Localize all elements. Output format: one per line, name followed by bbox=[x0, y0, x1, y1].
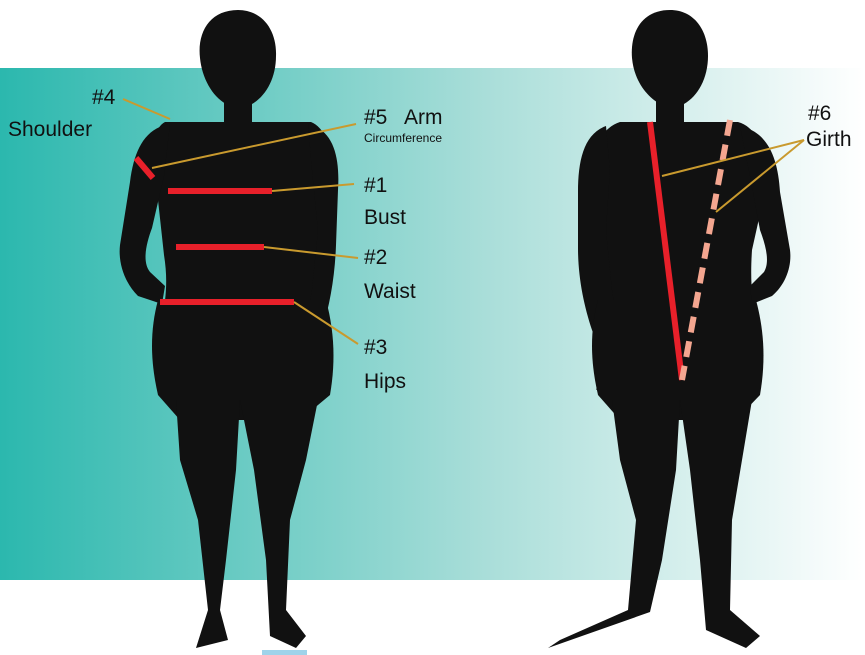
shoulder-name-label: Shoulder bbox=[8, 118, 92, 141]
shoulder-num-label: #4 bbox=[92, 86, 116, 109]
hips-num-label: #3 bbox=[364, 336, 387, 359]
arm-sub-label: Circumference bbox=[364, 131, 442, 145]
girth-num-label: #6 bbox=[808, 102, 831, 125]
girth-name-label: Girth bbox=[806, 128, 852, 151]
arm-num-label: #5 bbox=[364, 106, 387, 129]
arm-name-label: Arm bbox=[404, 106, 443, 129]
hips-name-label: Hips bbox=[364, 370, 406, 393]
bust-name-label: Bust bbox=[364, 206, 406, 229]
waist-name-label: Waist bbox=[364, 280, 416, 303]
bottom-marker bbox=[262, 650, 307, 655]
waist-num-label: #2 bbox=[364, 246, 387, 269]
bust-num-label: #1 bbox=[364, 174, 387, 197]
